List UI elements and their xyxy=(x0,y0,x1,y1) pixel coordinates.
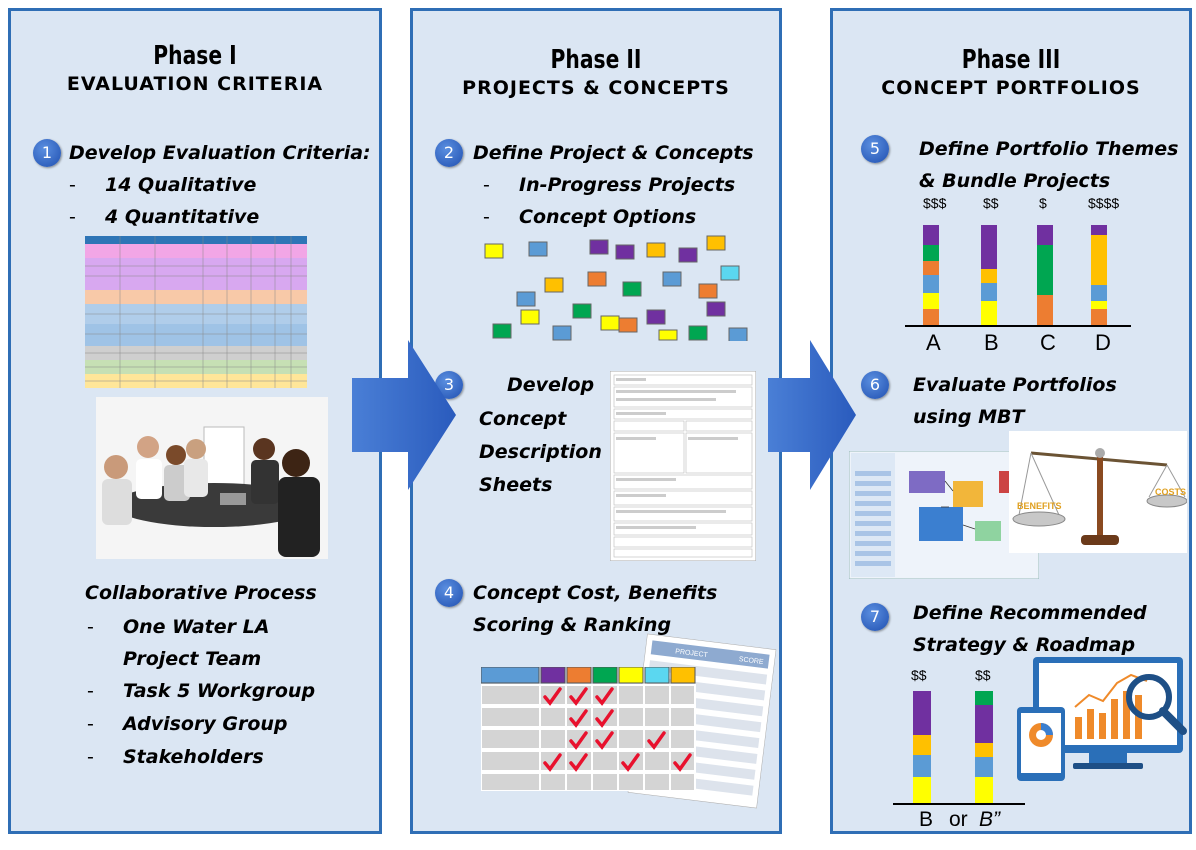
step6-label: Evaluate Portfolios xyxy=(913,374,1117,396)
dash: - xyxy=(87,616,94,638)
phase1-title: Phase I xyxy=(153,41,237,71)
step4-label: Scoring & Ranking xyxy=(473,614,672,636)
collaborative-process-title: Collaborative Process xyxy=(85,582,317,604)
recommended-strategy-bars xyxy=(893,691,1025,805)
step7-label: Strategy & Roadmap xyxy=(913,634,1136,656)
collab-item: Project Team xyxy=(123,648,262,670)
step2-item: Concept Options xyxy=(519,206,697,228)
portfolio-axis-label: C xyxy=(1040,330,1056,355)
costs-label: COSTS xyxy=(1155,487,1186,497)
collab-item: Stakeholders xyxy=(123,746,264,768)
concept-options-tiles xyxy=(484,235,748,341)
step7-number-badge: 7 xyxy=(861,603,889,631)
step2-number-badge: 2 xyxy=(435,139,463,167)
step2-label: Define Project & Concepts xyxy=(473,142,754,164)
portfolio-bundle-bars xyxy=(905,225,1131,327)
dash: - xyxy=(69,206,76,228)
step1-label: Develop Evaluation Criteria: xyxy=(69,142,371,164)
step5-label: & Bundle Projects xyxy=(919,170,1111,192)
step6-number-badge: 6 xyxy=(861,371,889,399)
portfolio-cost-label: $$ xyxy=(983,195,999,211)
step1-item: 4 Quantitative xyxy=(105,206,260,228)
mbt-tool-screenshot xyxy=(849,451,1039,579)
dash: - xyxy=(483,174,490,196)
step4-label: Concept Cost, Benefits xyxy=(473,582,718,604)
portfolio-axis-label: A xyxy=(926,330,941,355)
portfolio-cost-label: $$$$ xyxy=(1088,195,1120,211)
phase1-subtitle: EVALUATION CRITERIA xyxy=(66,73,324,95)
phase2-title-block: Phase II PROJECTS & CONCEPTS xyxy=(413,45,779,99)
roadmap-cost-label: $$ xyxy=(975,667,991,683)
step7-label: Define Recommended xyxy=(913,602,1147,624)
portfolio-cost-label: $$$ xyxy=(923,195,947,211)
arrow-phase2-to-phase3 xyxy=(768,340,856,490)
portfolio-axis-label: B xyxy=(984,330,999,355)
phase2-title: Phase II xyxy=(550,45,642,75)
criteria-spreadsheet-image xyxy=(85,236,307,388)
step3-label: Description xyxy=(479,441,602,463)
phase1-panel: Phase I EVALUATION CRITERIA 1 Develop Ev… xyxy=(8,8,382,834)
roadmap-analytics-illustration xyxy=(1017,657,1187,781)
dash: - xyxy=(69,174,76,196)
collab-item: Task 5 Workgroup xyxy=(123,680,316,702)
phase3-subtitle: CONCEPT PORTFOLIOS xyxy=(881,77,1141,99)
phase2-subtitle: PROJECTS & CONCEPTS xyxy=(462,77,730,99)
team-meeting-photo xyxy=(96,397,328,559)
concept-description-sheet xyxy=(610,371,756,561)
dash: - xyxy=(87,680,94,702)
step6-label: using MBT xyxy=(913,406,1025,428)
dash: - xyxy=(483,206,490,228)
benefits-label: BENEFITS xyxy=(1017,501,1062,511)
phase3-title-block: Phase III CONCEPT PORTFOLIOS xyxy=(833,45,1189,99)
step3-label: Sheets xyxy=(479,474,553,496)
collab-item: Advisory Group xyxy=(123,713,288,735)
dash: - xyxy=(87,713,94,735)
roadmap-cost-label: $$ xyxy=(911,667,927,683)
sheet-project-label: PROJECT xyxy=(675,648,709,659)
benefits-costs-scale-image: BENEFITS COSTS xyxy=(1009,431,1187,553)
step5-label: Define Portfolio Themes xyxy=(919,138,1179,160)
step4-number-badge: 4 xyxy=(435,579,463,607)
step5-number-badge: 5 xyxy=(861,135,889,163)
scoring-ranking-grid xyxy=(481,667,696,791)
step1-number-badge: 1 xyxy=(33,139,61,167)
step1-item: 14 Qualitative xyxy=(105,174,257,196)
step3-label: Concept xyxy=(479,408,567,430)
phase3-title: Phase III xyxy=(961,45,1061,75)
portfolio-axis-label: D xyxy=(1095,330,1111,355)
roadmap-axis-label-b: B xyxy=(919,808,934,831)
step3-label: Develop xyxy=(507,374,595,396)
portfolio-cost-label: $ xyxy=(1039,195,1047,211)
step2-item: In-Progress Projects xyxy=(519,174,736,196)
roadmap-axis-label-b2: B” xyxy=(979,808,1000,831)
arrow-phase1-to-phase2 xyxy=(352,340,456,490)
phase3-panel: Phase III CONCEPT PORTFOLIOS 5 Define Po… xyxy=(830,8,1192,834)
collab-item: One Water LA xyxy=(123,616,270,638)
phase1-title-block: Phase I EVALUATION CRITERIA xyxy=(11,41,379,95)
phase2-panel: Phase II PROJECTS & CONCEPTS 2 Define Pr… xyxy=(410,8,782,834)
roadmap-axis-label-or: or xyxy=(949,808,968,831)
sheet-score-label: SCORE xyxy=(738,656,764,666)
dash: - xyxy=(87,746,94,768)
